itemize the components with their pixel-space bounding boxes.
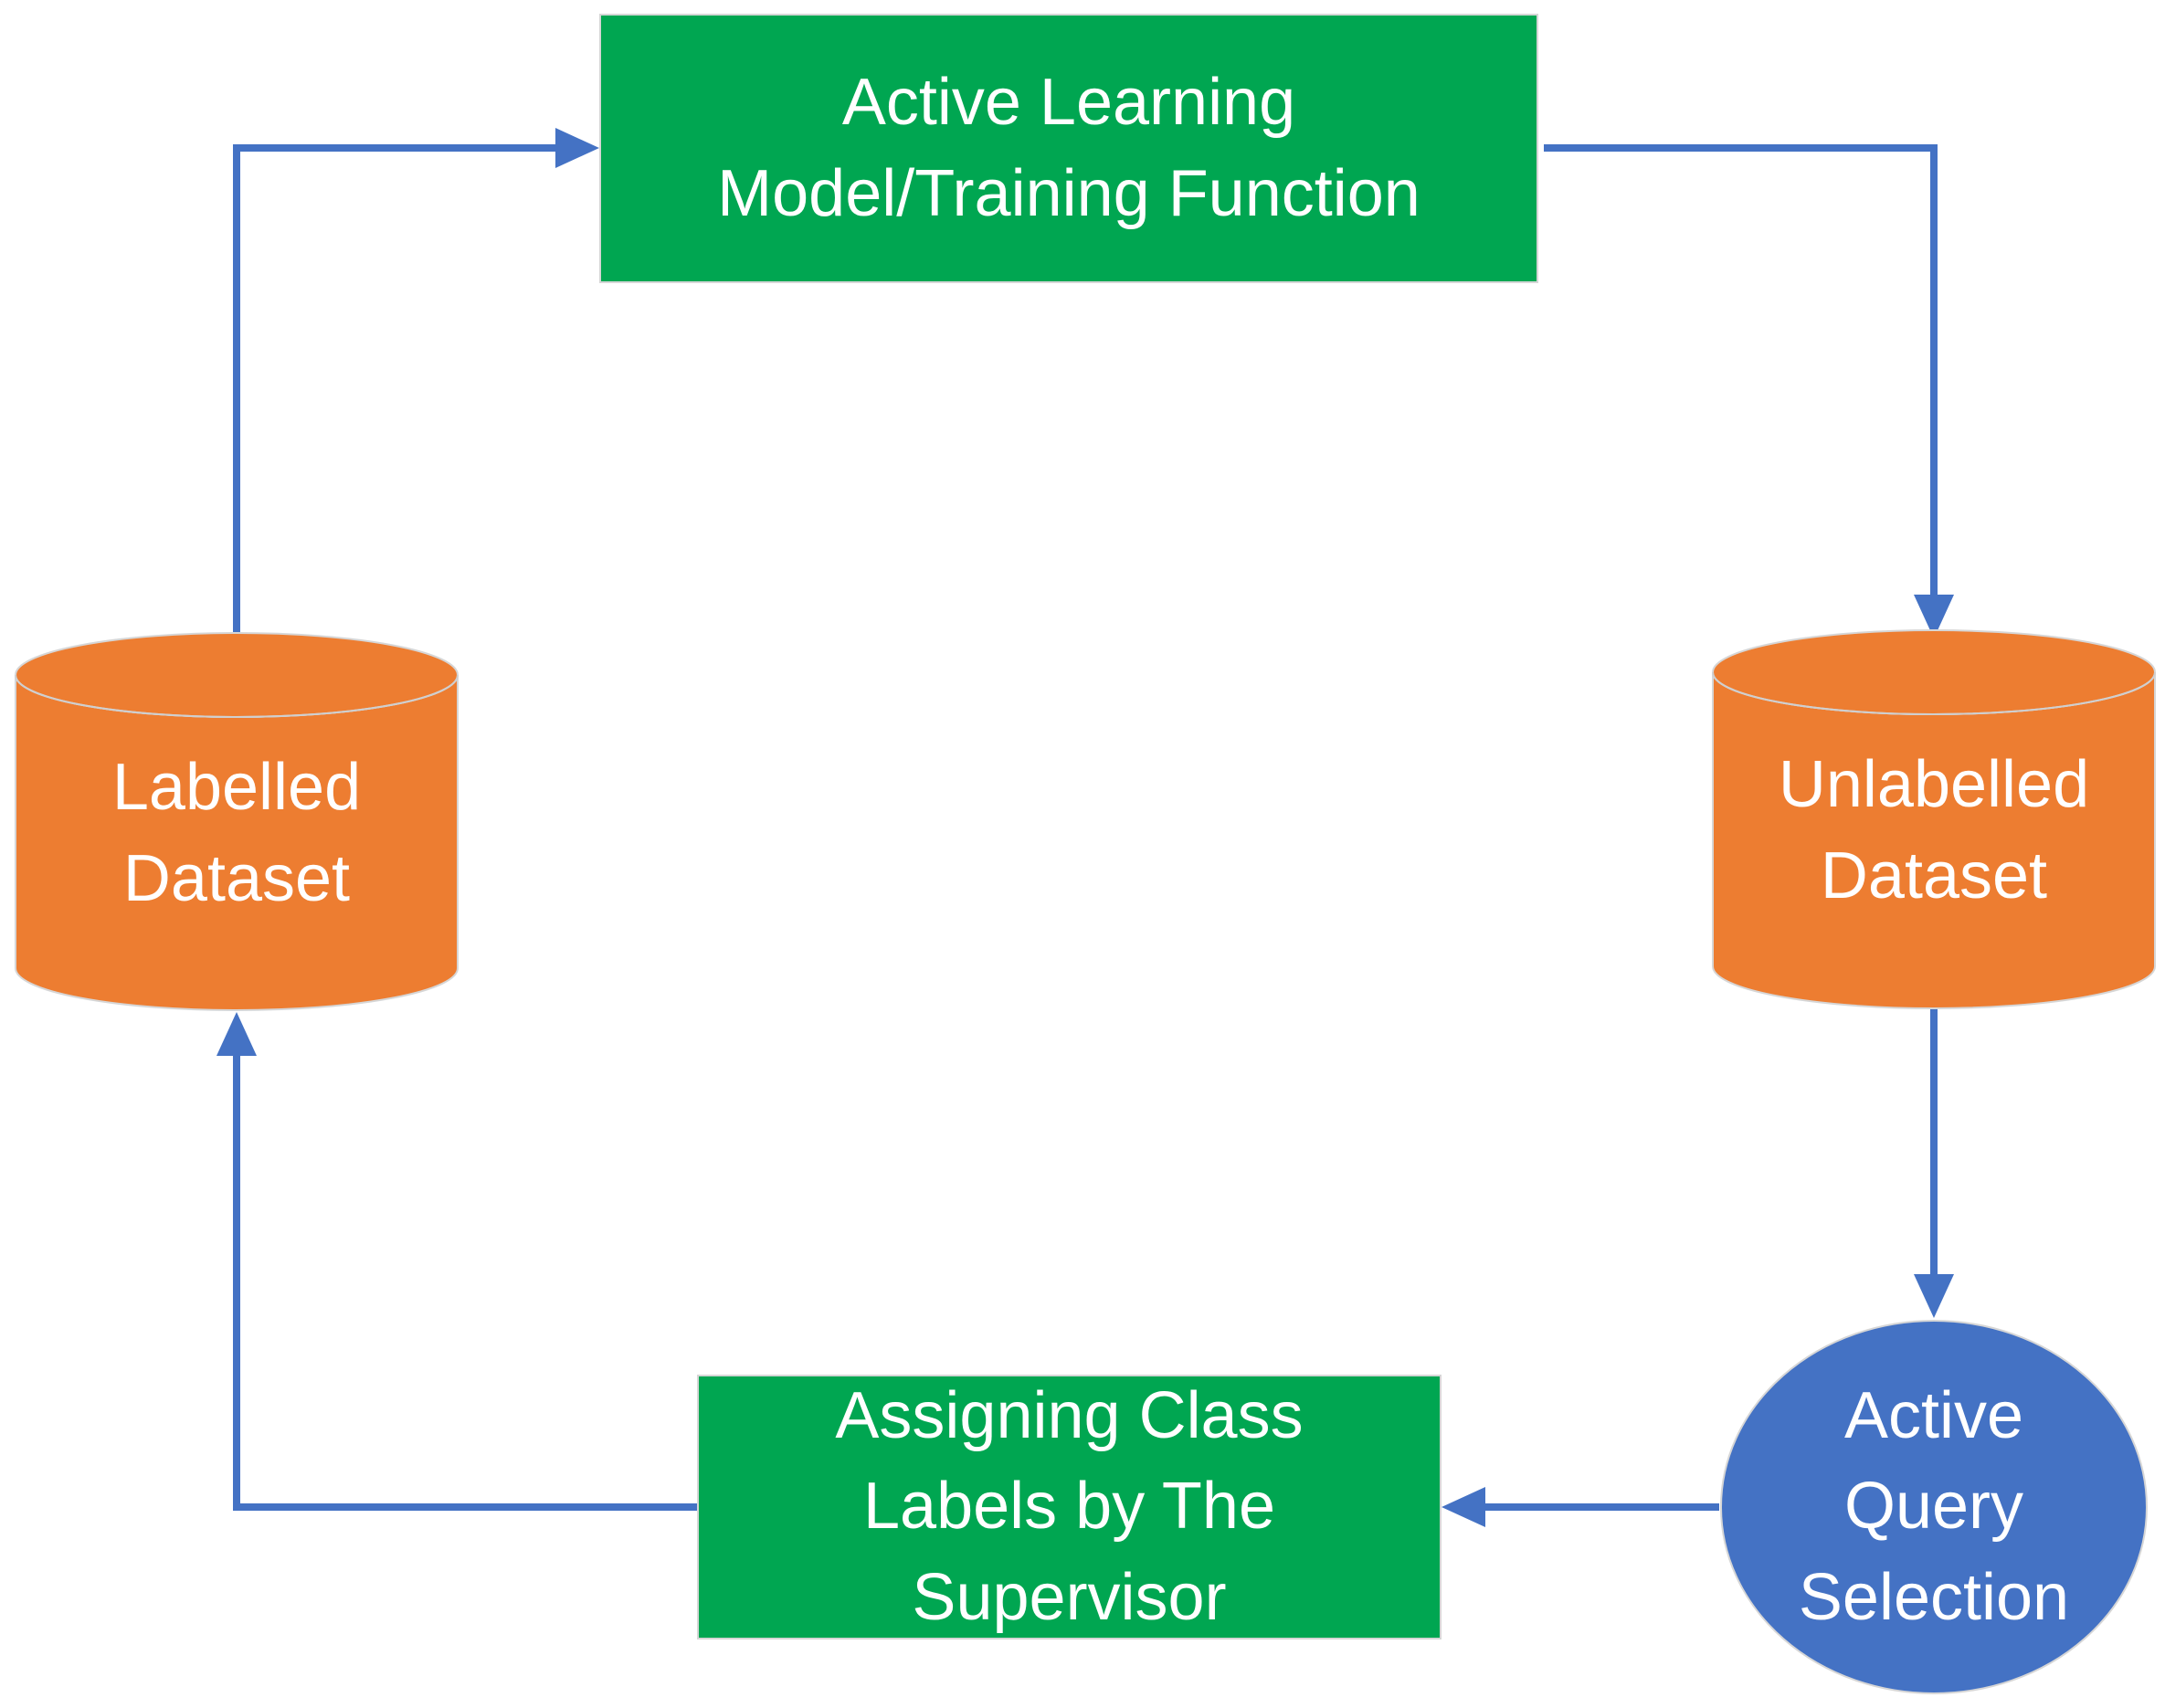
arrowhead-down-icon	[1914, 595, 1954, 638]
arrowhead-up-icon	[216, 1012, 257, 1056]
arrowhead-left-icon	[1442, 1487, 1485, 1527]
arrow-assign-to-labelled	[216, 1012, 697, 1511]
box-active-learning-model	[599, 14, 1538, 283]
arrow-training-to-unlabelled	[1544, 144, 1954, 638]
arrow-unlabelled-to-query	[1914, 1003, 1954, 1318]
arrowhead-down-icon	[1914, 1274, 1954, 1318]
ellipse-active-query-selection	[1720, 1320, 2148, 1694]
arrowhead-right-icon	[555, 128, 599, 168]
arrow-query-to-assign	[1442, 1487, 1719, 1527]
box-assigning-class-labels	[697, 1375, 1442, 1639]
cylinder-labelled-dataset	[15, 632, 459, 1011]
cylinder-unlabelled-dataset	[1712, 629, 2156, 1009]
arrow-labelled-to-training	[233, 128, 599, 637]
